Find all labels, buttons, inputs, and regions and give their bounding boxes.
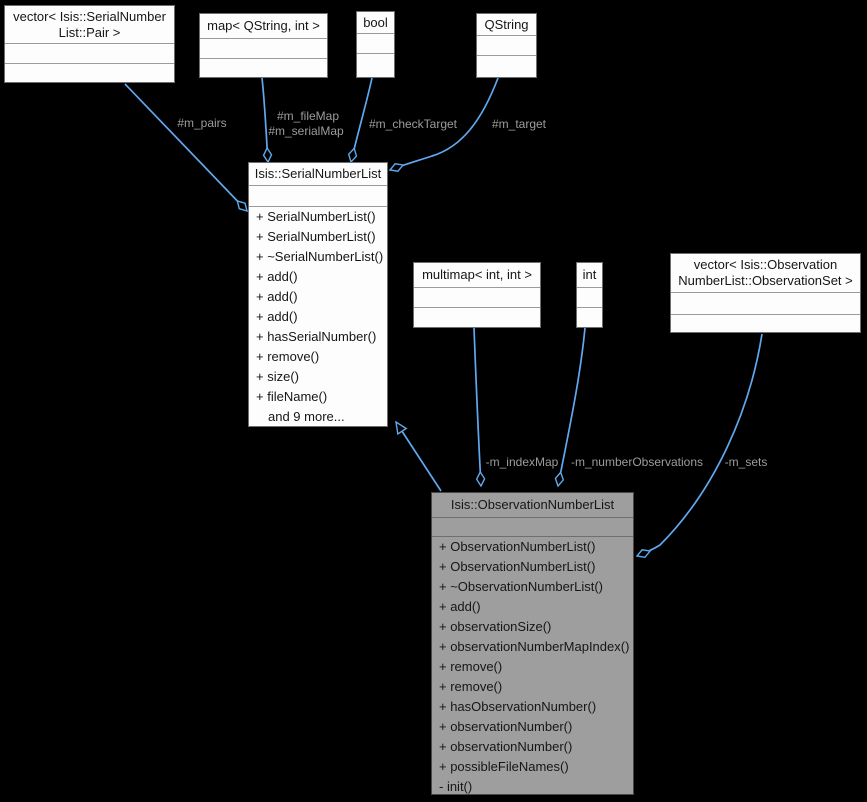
method-row: + add() <box>439 599 481 614</box>
method-row: + remove() <box>256 349 320 364</box>
method-row: + observationSize() <box>439 619 552 634</box>
methods-compartment <box>477 56 536 77</box>
class-box-bool[interactable]: bool <box>356 11 395 78</box>
method-row: + remove() <box>439 659 503 674</box>
edge-m-filemap-serialmap <box>261 77 273 164</box>
methods-compartment: + ObservationNumberList() + ObservationN… <box>432 537 633 797</box>
class-title: Isis::SerialNumberList <box>249 163 387 186</box>
method-row: + possibleFileNames() <box>439 759 569 774</box>
methods-compartment <box>5 64 174 82</box>
class-box-map-qstring-int[interactable]: map< QString, int > <box>199 13 328 78</box>
edge-label-m-indexmap: -m_indexMap <box>486 455 559 469</box>
method-row: + add() <box>256 309 298 324</box>
methods-compartment <box>200 59 327 77</box>
attributes-compartment <box>357 34 394 54</box>
attributes-compartment <box>414 288 540 308</box>
method-row: - init() <box>439 779 473 794</box>
edge-inheritance <box>395 420 442 492</box>
methods-compartment <box>357 54 394 77</box>
method-row: + size() <box>256 369 299 384</box>
method-row: + fileName() <box>256 389 328 404</box>
edge-m-numberobservations <box>554 327 586 488</box>
edge-label-m-serialmap: #m_serialMap <box>268 124 344 138</box>
methods-compartment: + SerialNumberList() + SerialNumberList(… <box>249 207 387 427</box>
edge-label-m-sets: -m_sets <box>725 455 768 469</box>
edge-m-pairs <box>124 83 248 213</box>
method-row: + ObservationNumberList() <box>439 559 596 574</box>
method-row: + ObservationNumberList() <box>439 539 596 554</box>
edge-m-target <box>388 77 499 172</box>
class-title: QString <box>477 14 536 36</box>
method-row: + SerialNumberList() <box>256 209 376 224</box>
class-box-qstring[interactable]: QString <box>476 13 537 78</box>
method-row: + ~SerialNumberList() <box>256 249 384 264</box>
method-row: + SerialNumberList() <box>256 229 376 244</box>
method-row: + hasSerialNumber() <box>256 329 377 344</box>
more-methods-row: and 9 more... <box>268 409 345 424</box>
method-row: + observationNumber() <box>439 739 573 754</box>
edge-label-m-target: #m_target <box>492 117 547 131</box>
class-box-int[interactable]: int <box>576 262 603 328</box>
edge-label-m-numberobservations: -m_numberObservations <box>571 455 703 469</box>
class-title: int <box>577 263 602 288</box>
edge-label-m-pairs: #m_pairs <box>177 116 226 130</box>
method-row: + remove() <box>439 679 503 694</box>
class-title: Isis::ObservationNumberList <box>432 493 633 518</box>
class-title: bool <box>357 12 394 34</box>
class-box-vector-observation-set[interactable]: vector< Isis::Observation NumberList::Ob… <box>670 253 861 333</box>
methods-compartment <box>577 308 602 327</box>
attributes-compartment <box>671 293 860 315</box>
attributes-compartment <box>249 186 387 207</box>
method-row: + add() <box>256 269 298 284</box>
edge-m-indexmap <box>473 327 486 488</box>
method-row: + observationNumber() <box>439 719 573 734</box>
attributes-compartment <box>577 288 602 308</box>
attributes-compartment <box>5 44 174 64</box>
attributes-compartment <box>432 518 633 537</box>
edge-label-m-filemap: #m_fileMap <box>277 109 339 123</box>
method-row: + ~ObservationNumberList() <box>439 579 604 594</box>
edge-m-sets <box>635 333 763 559</box>
attributes-compartment <box>200 39 327 59</box>
edge-label-m-checktarget: #m_checkTarget <box>369 117 458 131</box>
edge-m-checktarget <box>347 77 373 164</box>
class-box-multimap-int-int[interactable]: multimap< int, int > <box>413 262 541 328</box>
method-row: + observationNumberMapIndex() <box>439 639 630 654</box>
method-row: + hasObservationNumber() <box>439 699 597 714</box>
class-box-serial-number-list[interactable]: Isis::SerialNumberList + SerialNumberLis… <box>248 162 388 427</box>
class-title: vector< Isis::SerialNumber List::Pair > <box>5 6 174 44</box>
class-title: map< QString, int > <box>200 14 327 39</box>
method-row: + add() <box>256 289 298 304</box>
class-box-vector-serialnumberlist-pair[interactable]: vector< Isis::SerialNumber List::Pair > <box>4 5 175 83</box>
class-title: multimap< int, int > <box>414 263 540 288</box>
methods-compartment <box>671 315 860 332</box>
attributes-compartment <box>477 36 536 56</box>
class-box-observation-number-list[interactable]: Isis::ObservationNumberList + Observatio… <box>431 492 634 795</box>
methods-compartment <box>414 308 540 327</box>
class-title: vector< Isis::Observation NumberList::Ob… <box>671 254 860 293</box>
